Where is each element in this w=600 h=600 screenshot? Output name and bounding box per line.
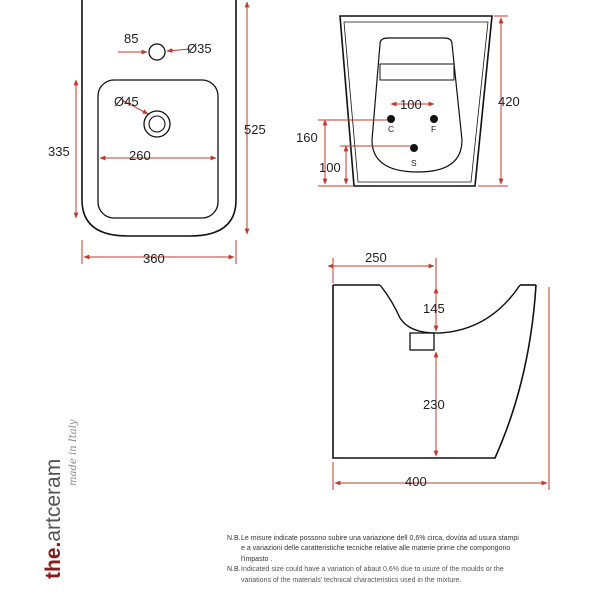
dim-400-label: 400	[405, 474, 427, 489]
notes: N.B. Le misure indicate possono subire u…	[227, 534, 597, 586]
top-view-outline	[81, 0, 237, 237]
note-en-line-2: variations of the materials' technical c…	[227, 576, 597, 586]
dim-525-label: 525	[244, 122, 266, 137]
note-en-line-1: N.B. Indicated size could have a variati…	[227, 565, 597, 575]
dim-145-label: 145	[423, 301, 445, 316]
dim-35-line	[166, 48, 191, 53]
dim-420-label: 420	[498, 94, 520, 109]
note-en-text: variations of the materials' technical c…	[241, 576, 462, 584]
brand-name-part1: the.	[42, 541, 65, 579]
dim-335-label: 335	[48, 144, 70, 159]
note-it-line-2: e a variazioni delle caratteristiche tec…	[227, 544, 597, 554]
drain-hole	[143, 110, 171, 138]
note-it-line-3: l'impasto .	[227, 555, 597, 565]
note-it-text: e a variazioni delle caratteristiche tec…	[241, 545, 511, 553]
basin-outline	[97, 79, 219, 219]
dim-45-line	[121, 99, 149, 115]
drain-outlet	[410, 144, 418, 152]
note-indent	[227, 544, 241, 554]
drain-hole-inner	[148, 115, 166, 133]
dim-100-low-label: 100	[319, 160, 341, 175]
dim-45-label: Ø45	[114, 94, 139, 109]
recess-top-band	[379, 63, 455, 81]
hot-label: F	[431, 124, 436, 134]
top-view: 85 Ø35 Ø45 260 335 525 360	[48, 0, 266, 266]
drain-label: S	[411, 158, 417, 168]
back-view-inner-outline	[343, 21, 489, 183]
dim-260-label: 260	[129, 148, 151, 163]
note-indent	[227, 555, 241, 565]
dim-160-label: 160	[296, 130, 318, 145]
cold-inlet	[387, 115, 395, 123]
note-en-prefix: N.B.	[227, 566, 241, 574]
note-it-line-1: N.B. Le misure indicate possono subire u…	[227, 534, 597, 544]
cold-label: C	[388, 124, 394, 134]
note-indent	[227, 576, 241, 586]
side-view: 250 145 230 400	[327, 250, 550, 490]
bowl-profile	[379, 284, 521, 334]
back-view: C F S 100 420 160 100	[296, 15, 520, 187]
back-recess	[371, 37, 463, 173]
dim-100-top-label: 100	[400, 97, 422, 112]
back-view-outline	[339, 15, 493, 187]
note-it-prefix: N.B.	[227, 535, 241, 542]
tap-hole	[148, 43, 166, 61]
dim-250-label: 250	[365, 250, 387, 265]
side-view-outline	[332, 284, 537, 459]
hot-inlet	[430, 115, 438, 123]
dim-230-label: 230	[423, 397, 445, 412]
dim-85-label: 85	[124, 31, 138, 46]
side-drain	[409, 332, 435, 351]
note-it-text: l'impasto .	[241, 555, 273, 563]
brand-name-part2: artceram	[42, 458, 65, 542]
note-en-text: Indicated size could have a variation of…	[241, 566, 504, 574]
note-it-text: Le misure indicate possono subire una va…	[241, 535, 519, 542]
dim-360-label: 360	[143, 251, 165, 266]
brand-tagline: made in Italy	[68, 419, 79, 486]
dim-35-label: Ø35	[187, 41, 212, 56]
